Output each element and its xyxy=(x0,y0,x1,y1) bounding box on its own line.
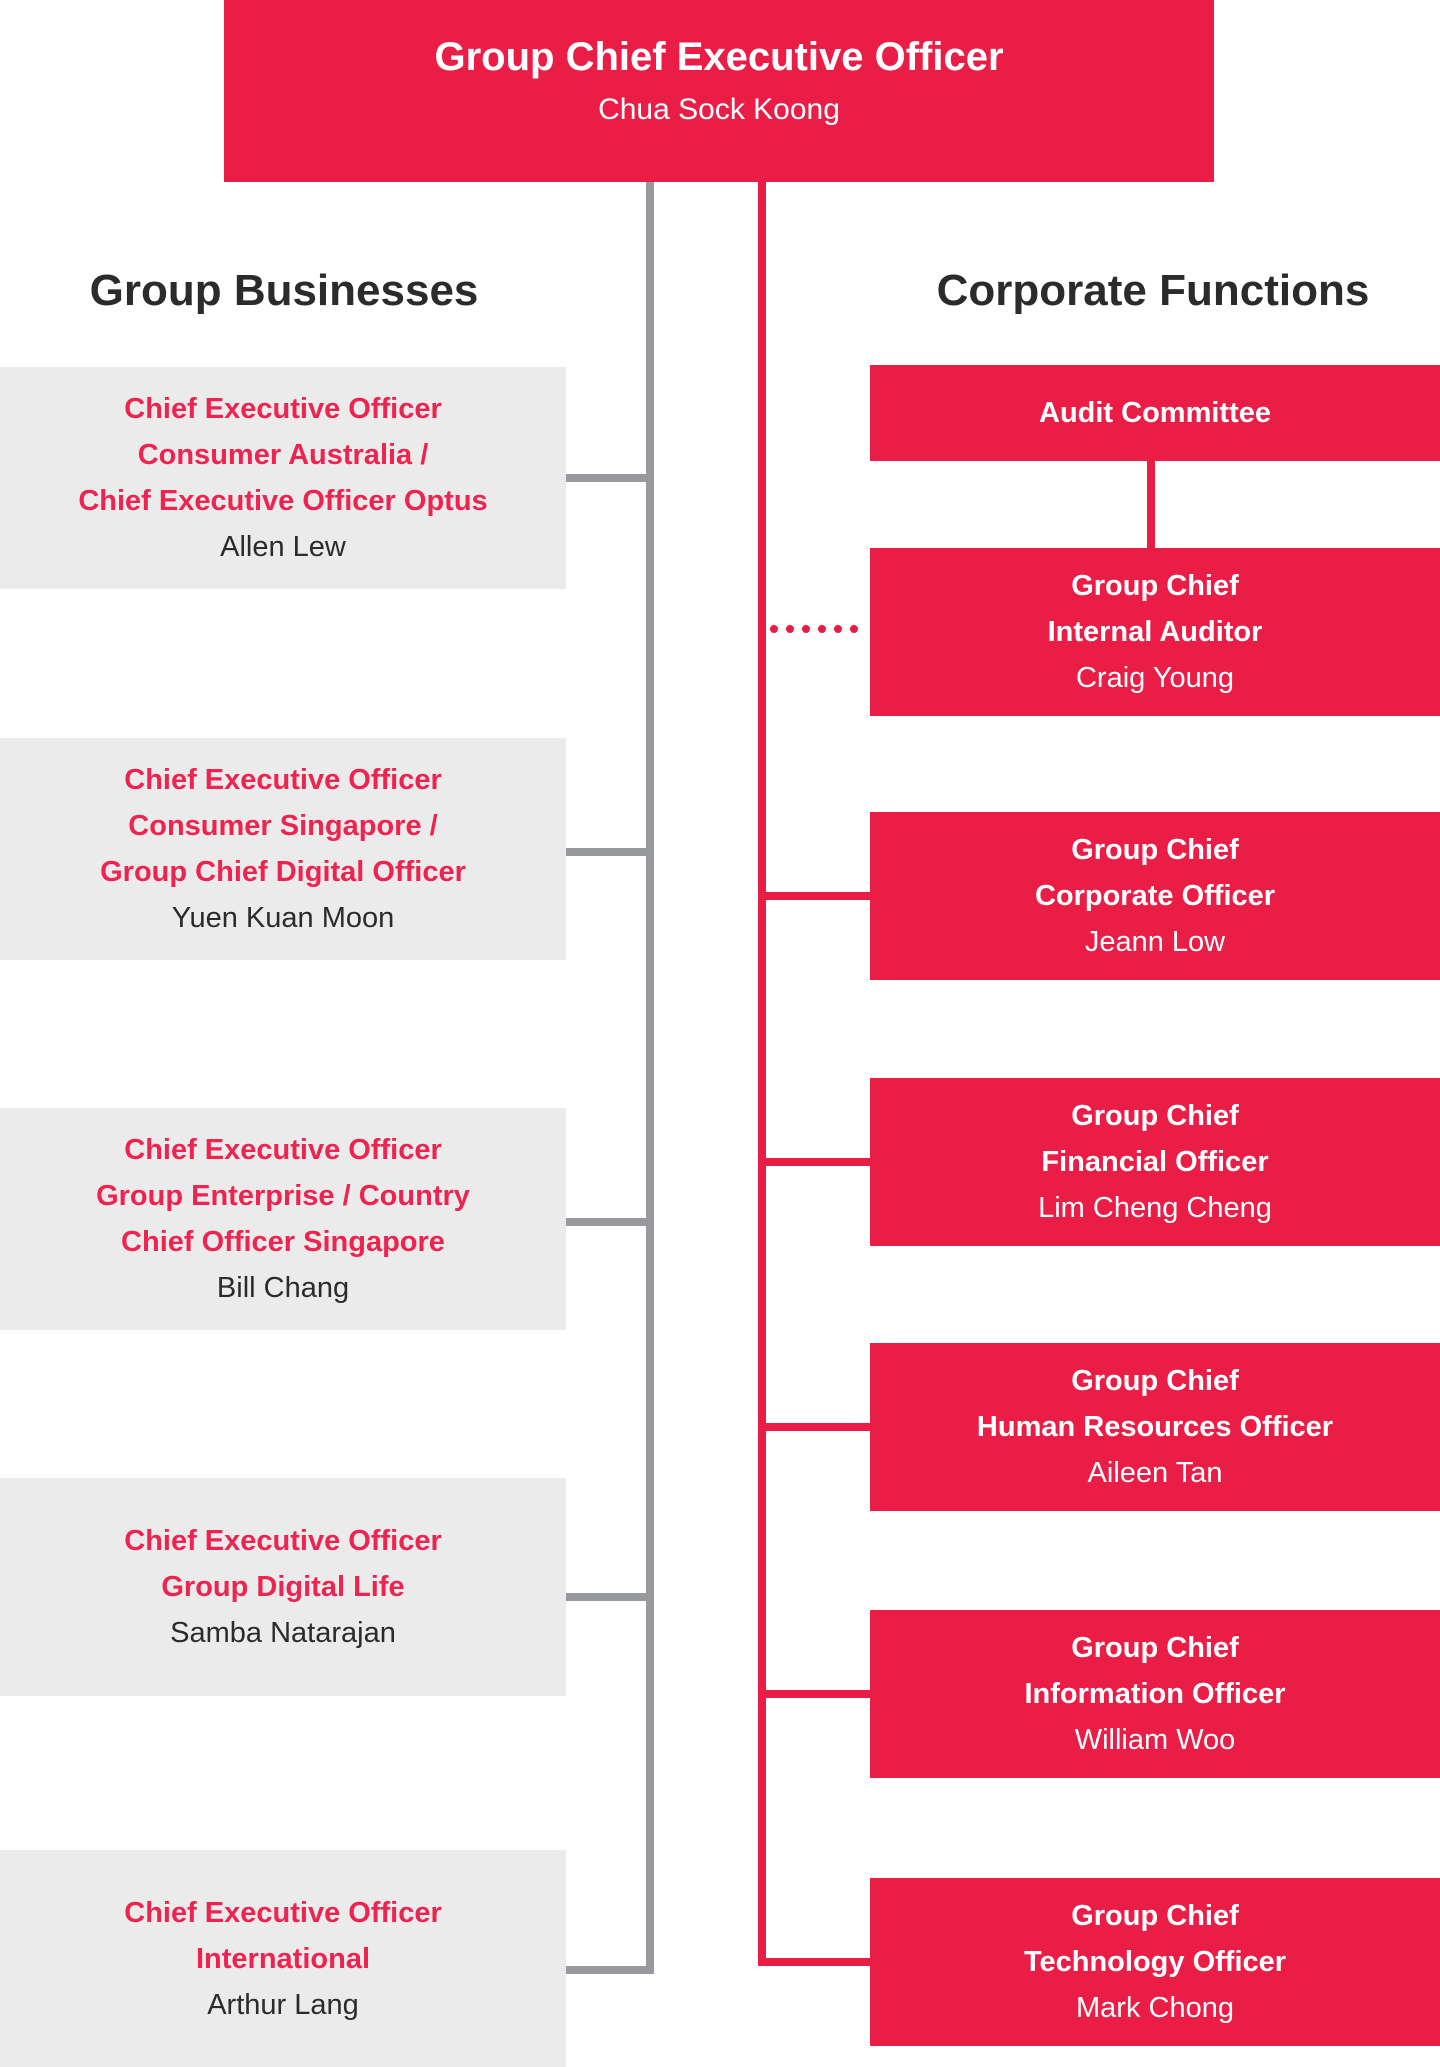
role-line: Group Enterprise / Country xyxy=(96,1180,470,1212)
business-box-group-enterprise: Chief Executive Officer Group Enterprise… xyxy=(0,1108,566,1330)
connector-consumer-singapore xyxy=(560,848,654,856)
person-name: Mark Chong xyxy=(1076,1992,1234,2024)
function-box-internal-auditor: Group Chief Internal Auditor Craig Young xyxy=(870,548,1440,716)
role-line: Internal Auditor xyxy=(1047,616,1263,648)
function-box-technology-officer: Group Chief Technology Officer Mark Chon… xyxy=(870,1878,1440,2046)
role-line: Chief Executive Officer xyxy=(124,764,442,796)
role-line: Group Chief xyxy=(1071,1365,1239,1397)
role-line: Technology Officer xyxy=(1023,1946,1287,1978)
connector-information-officer xyxy=(766,1690,870,1698)
dot xyxy=(786,625,794,633)
function-box-hr-officer: Group Chief Human Resources Officer Aile… xyxy=(870,1343,1440,1511)
business-box-international: Chief Executive Officer International Ar… xyxy=(0,1850,566,2067)
role-line: Financial Officer xyxy=(1041,1146,1269,1178)
connector-technology-officer xyxy=(766,1958,870,1966)
person-name: Yuen Kuan Moon xyxy=(171,902,395,934)
person-name: Jeann Low xyxy=(1084,926,1226,958)
ceo-name: Chua Sock Koong xyxy=(598,93,840,126)
role-line: Group Chief xyxy=(1071,1100,1239,1132)
connector-consumer-australia xyxy=(560,474,654,482)
connector-corporate-officer xyxy=(766,892,870,900)
person-name: Craig Young xyxy=(1075,662,1235,694)
business-box-consumer-australia: Chief Executive Officer Consumer Austral… xyxy=(0,367,566,589)
dot xyxy=(834,625,842,633)
person-name: Allen Lew xyxy=(220,531,346,563)
role-line: Chief Executive Officer Optus xyxy=(78,485,488,517)
role-line: Consumer Singapore / xyxy=(128,810,438,842)
business-box-group-digital-life: Chief Executive Officer Group Digital Li… xyxy=(0,1478,566,1696)
connector-audit-to-internal-auditor xyxy=(1147,461,1155,548)
role-line: Human Resources Officer xyxy=(976,1411,1334,1443)
corporate-functions-trunk-line xyxy=(758,182,766,1966)
role-line: Group Chief xyxy=(1071,834,1239,866)
dot xyxy=(850,625,858,633)
role-line: Corporate Officer xyxy=(1034,880,1276,912)
person-name: Samba Natarajan xyxy=(170,1617,396,1649)
connector-financial-officer xyxy=(766,1158,870,1166)
dotted-line-internal-auditor xyxy=(770,625,858,633)
role-line: Group Digital Life xyxy=(161,1571,405,1603)
audit-committee-box: Audit Committee xyxy=(870,365,1440,461)
role-line: International xyxy=(195,1942,370,1975)
person-name: Arthur Lang xyxy=(207,1988,359,2021)
ceo-title: Group Chief Executive Officer xyxy=(434,35,1004,79)
role-line: Consumer Australia / xyxy=(137,439,429,471)
dot xyxy=(818,625,826,633)
role-line: Information Officer xyxy=(1024,1678,1286,1710)
person-name: Lim Cheng Cheng xyxy=(1038,1192,1272,1224)
group-businesses-trunk-line xyxy=(646,182,654,1974)
person-name: William Woo xyxy=(1074,1724,1236,1756)
role-line: Chief Executive Officer xyxy=(124,1525,442,1557)
function-box-corporate-officer: Group Chief Corporate Officer Jeann Low xyxy=(870,812,1440,980)
role-line: Chief Executive Officer xyxy=(124,393,442,425)
role-line: Group Chief xyxy=(1071,570,1239,602)
dot xyxy=(770,625,778,633)
audit-committee-label: Audit Committee xyxy=(1039,396,1271,429)
role-line: Chief Executive Officer xyxy=(124,1134,442,1166)
role-line: Group Chief Digital Officer xyxy=(100,856,466,888)
dot xyxy=(802,625,810,633)
group-businesses-heading: Group Businesses xyxy=(89,266,479,315)
connector-group-enterprise xyxy=(560,1218,654,1226)
connector-hr-officer xyxy=(766,1423,870,1431)
ceo-box: Group Chief Executive Officer Chua Sock … xyxy=(224,0,1214,182)
role-line: Chief Officer Singapore xyxy=(121,1226,445,1258)
person-name: Aileen Tan xyxy=(1087,1457,1223,1489)
business-box-consumer-singapore: Chief Executive Officer Consumer Singapo… xyxy=(0,738,566,960)
function-box-financial-officer: Group Chief Financial Officer Lim Cheng … xyxy=(870,1078,1440,1246)
role-line: Group Chief xyxy=(1071,1900,1239,1932)
role-line: Group Chief xyxy=(1071,1632,1239,1664)
person-name: Bill Chang xyxy=(216,1272,350,1304)
role-line: Chief Executive Officer xyxy=(124,1896,442,1929)
connector-international xyxy=(560,1966,654,1974)
function-box-information-officer: Group Chief Information Officer William … xyxy=(870,1610,1440,1778)
corporate-functions-heading: Corporate Functions xyxy=(936,266,1370,315)
connector-group-digital-life xyxy=(560,1593,654,1601)
